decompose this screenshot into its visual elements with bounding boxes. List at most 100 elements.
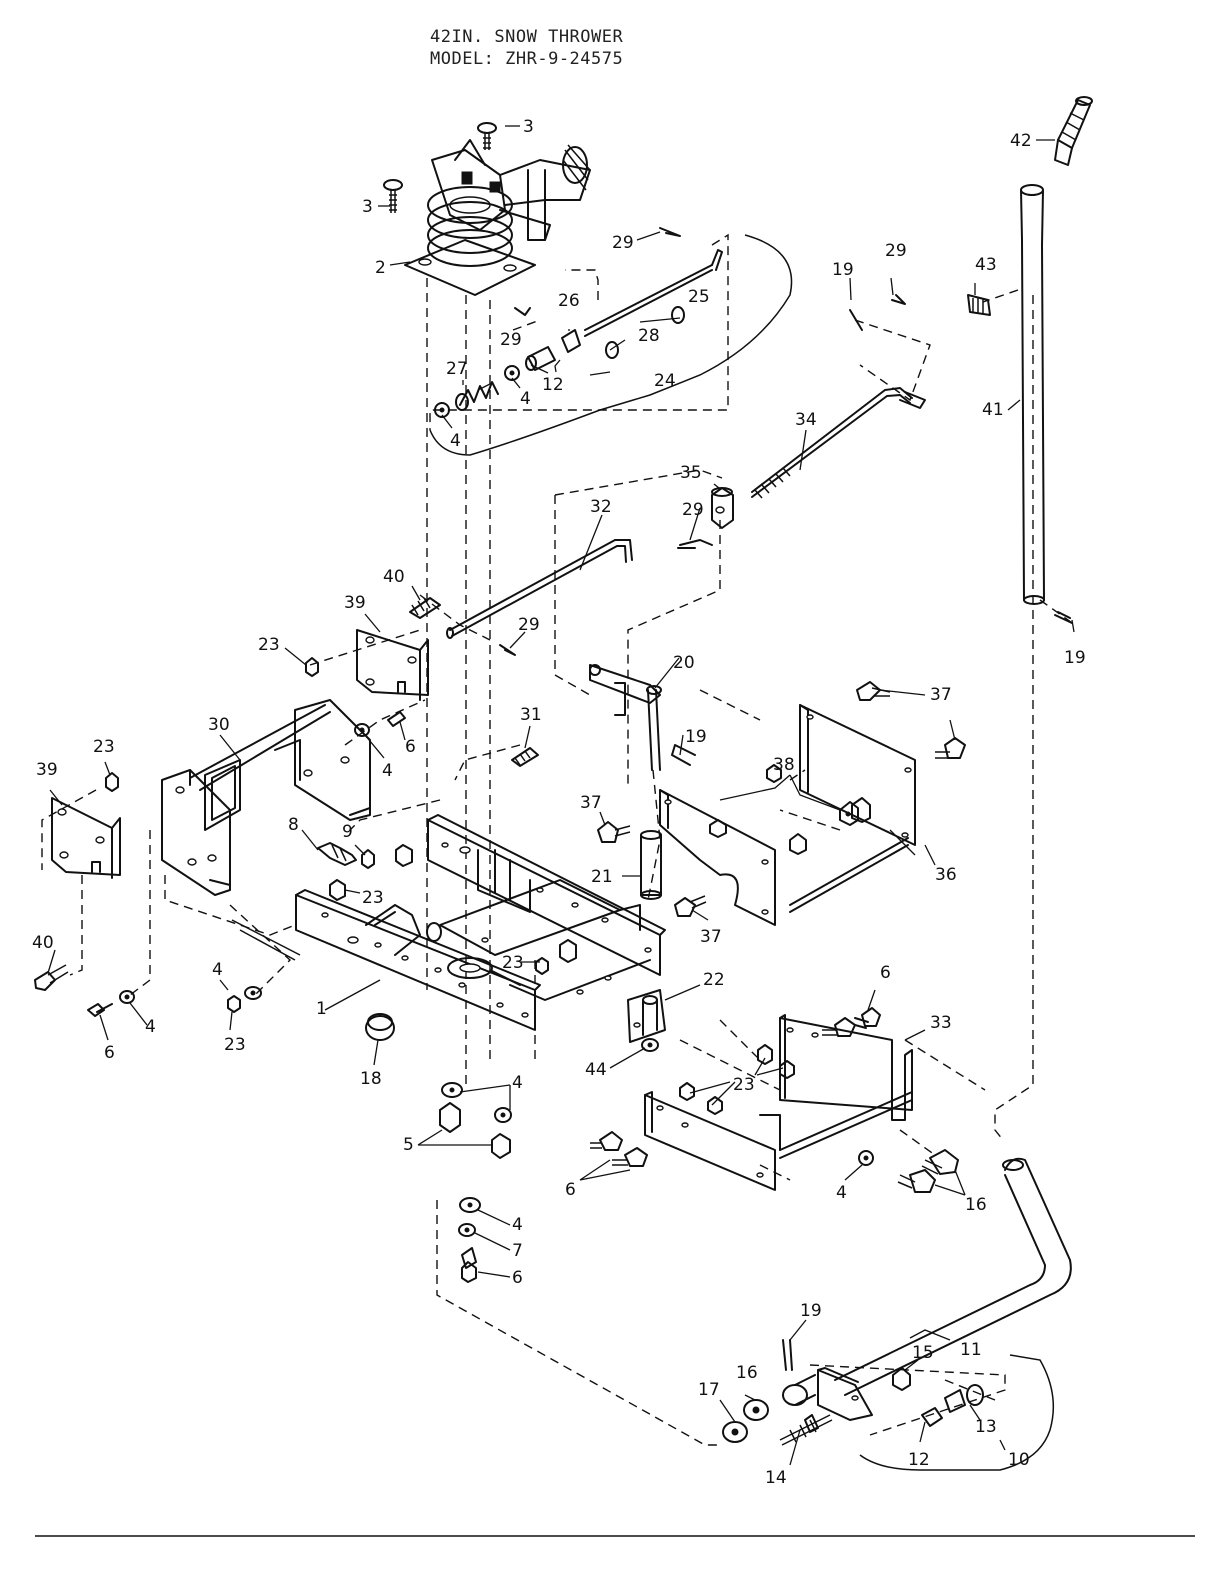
callout-33: 33: [930, 1013, 952, 1033]
callout-6-d: 6: [565, 1180, 576, 1200]
part-39-plate-upper: [356, 629, 429, 701]
callout-4-f: 4: [512, 1073, 523, 1093]
callout-28: 28: [638, 326, 660, 346]
callout-44: 44: [585, 1060, 607, 1080]
part-35-pivot-block: [677, 487, 734, 549]
diagram-title: 42IN. SNOW THROWER: [430, 27, 624, 47]
callout-23-d: 23: [502, 953, 524, 973]
callout-23-f: 23: [733, 1075, 755, 1095]
callout-26: 26: [558, 291, 580, 311]
callout-23-c: 23: [362, 888, 384, 908]
part-1-main-frame: [295, 814, 666, 1031]
leader-lines: [47, 125, 1075, 1466]
callout-4-h: 4: [836, 1183, 847, 1203]
part-30-bracket: [161, 699, 371, 896]
part-43-clip: [967, 294, 991, 316]
callout-14: 14: [765, 1468, 787, 1488]
callout-34: 34: [795, 410, 817, 430]
part-41-shaft: [1020, 184, 1045, 605]
callout-4-c: 4: [382, 761, 393, 781]
part-36-bracket-assembly: [597, 681, 966, 926]
callout-41: 41: [982, 400, 1004, 420]
callout-29-c: 29: [885, 241, 907, 261]
callout-4-d: 4: [212, 960, 223, 980]
part-19-pin-upper: [1054, 611, 1073, 624]
callout-18: 18: [360, 1069, 382, 1089]
part-11-crank: [834, 1157, 1072, 1396]
part-21-bushing: [640, 830, 662, 900]
callout-29-d: 29: [682, 500, 704, 520]
callout-6-e: 6: [880, 963, 891, 983]
callout-13: 13: [975, 1417, 997, 1437]
callout-6-a: 6: [405, 737, 416, 757]
callout-29-a: 29: [612, 233, 634, 253]
callout-39-a: 39: [344, 593, 366, 613]
callout-23-a: 23: [258, 635, 280, 655]
part-40-bolts: [34, 597, 441, 991]
part-39-plate-lower: [51, 797, 121, 879]
callout-6-c: 6: [512, 1268, 523, 1288]
nuts-and-washers: [87, 657, 659, 1283]
callout-3-top: 3: [523, 117, 534, 137]
part-2-clutch-pulley: [404, 139, 591, 296]
callout-20: 20: [673, 653, 695, 673]
callout-35: 35: [680, 463, 702, 483]
callout-27: 27: [446, 359, 468, 379]
callout-17: 17: [698, 1380, 720, 1400]
callout-8: 8: [288, 815, 299, 835]
callout-24: 24: [654, 371, 676, 391]
callout-7: 7: [512, 1241, 523, 1261]
callout-23-b: 23: [93, 737, 115, 757]
callout-40-a: 40: [383, 567, 405, 587]
callout-numbers: 3 3 2 29 25 26 28 29 12 24 27 4 4 19 29 …: [32, 117, 1086, 1488]
callout-6-b: 6: [104, 1043, 115, 1063]
callout-22: 22: [703, 970, 725, 990]
callout-4-b: 4: [450, 431, 461, 451]
callout-32: 32: [590, 497, 612, 517]
part-27-spring: [455, 381, 499, 411]
callout-4-g: 4: [512, 1215, 523, 1235]
callout-39-b: 39: [36, 760, 58, 780]
callout-12-lower: 12: [908, 1450, 930, 1470]
callout-15: 15: [912, 1343, 934, 1363]
callout-2: 2: [375, 258, 386, 278]
part-42-coupler: [1054, 96, 1093, 166]
part-33-bracket-assembly: [590, 1007, 959, 1193]
assembly-dashed-lines: [41, 233, 1076, 1446]
callout-9: 9: [342, 822, 353, 842]
callout-29-b: 29: [500, 330, 522, 350]
diagram-header: 42IN. SNOW THROWER MODEL: ZHR-9-24575: [430, 26, 623, 70]
callout-42: 42: [1010, 131, 1032, 151]
callout-19-c: 19: [685, 727, 707, 747]
callout-11: 11: [960, 1340, 982, 1360]
part-22-hinge: [627, 989, 666, 1043]
callout-5: 5: [403, 1135, 414, 1155]
callout-3-left: 3: [362, 197, 373, 217]
callout-16-a: 16: [965, 1195, 987, 1215]
part-3-cap-screws: [383, 122, 497, 213]
callout-37-b: 37: [580, 793, 602, 813]
callout-36: 36: [935, 865, 957, 885]
callout-37-a: 37: [930, 685, 952, 705]
callout-4-e: 4: [145, 1017, 156, 1037]
callout-4-a: 4: [520, 389, 531, 409]
callout-43: 43: [975, 255, 997, 275]
part-10-crank-bracket: [722, 1339, 984, 1446]
callout-37-c: 37: [700, 927, 722, 947]
callout-19-d: 19: [800, 1301, 822, 1321]
callout-40-b: 40: [32, 933, 54, 953]
callout-29-e: 29: [518, 615, 540, 635]
part-20-lever: [589, 664, 696, 771]
callout-19-b: 19: [1064, 648, 1086, 668]
callout-30: 30: [208, 715, 230, 735]
callout-12-upper: 12: [542, 375, 564, 395]
callout-31: 31: [520, 705, 542, 725]
callout-1: 1: [316, 999, 327, 1019]
callout-23-e: 23: [224, 1035, 246, 1055]
part-32-rod: [446, 539, 633, 656]
cable-outlines: [231, 234, 1055, 1471]
callout-21: 21: [591, 867, 613, 887]
callout-16-b: 16: [736, 1363, 758, 1383]
